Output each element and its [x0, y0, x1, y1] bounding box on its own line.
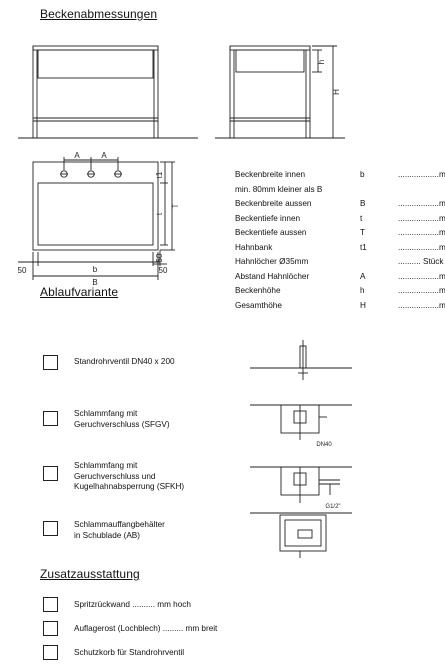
extras-option-label: Schutzkorb für Standrohrventil [74, 648, 185, 657]
drain-option-label: Schlammauffangbehälter in Schublade (AB) [74, 520, 165, 540]
spec-value[interactable]: ..................mm [398, 228, 445, 237]
drain-standpipe-drawing [250, 340, 352, 380]
spec-label: Gesamthöhe [235, 300, 282, 310]
drain-option-label: Schlammfang mit Geruchverschluss (SFGV) [74, 409, 170, 429]
drain-option-label: Standrohrventil DN40 x 200 [74, 357, 175, 366]
spec-label: Hahnlöcher Ø35mm [235, 257, 309, 266]
label-g12: G1/2" [325, 504, 340, 510]
spec-label: Beckenbreite innen [235, 170, 306, 179]
heading-dimensions: Beckenabmessungen [40, 7, 158, 21]
spec-row: Gesamthöhe H ..................mm [235, 301, 445, 316]
spec-value[interactable]: ..................mm [398, 286, 445, 295]
spec-symbol: t [360, 213, 363, 223]
dim-h: h [317, 60, 326, 64]
spec-row: Beckenbreite innen b ..................mm [235, 170, 445, 185]
extras-option-checkbox[interactable] [43, 645, 58, 660]
spec-symbol: B [360, 199, 366, 208]
dim-A-left: A [74, 151, 80, 160]
spec-row: Abstand Hahnlöcher A ..................mm [235, 272, 445, 287]
drain-sfgv-drawing [250, 404, 352, 440]
spec-value[interactable]: ..................mm [398, 199, 445, 208]
spec-symbol: T [360, 228, 366, 237]
dim-B: B [92, 278, 97, 287]
dim-t: t [155, 212, 164, 215]
dim-50-side: 50 [155, 253, 164, 262]
dim-50-left: 50 [18, 266, 27, 275]
extras-option-label: Auflagerost (Lochblech) ......... mm bre… [74, 624, 218, 633]
drain-option-checkbox[interactable] [43, 411, 58, 426]
spec-symbol: A [360, 271, 366, 281]
spec-value[interactable]: ..................mm [398, 271, 445, 281]
drain-option-checkbox[interactable] [43, 466, 58, 481]
spec-row: Beckentiefe aussen T ..................mm [235, 228, 445, 243]
spec-label: Abstand Hahnlöcher [235, 271, 310, 281]
extras-option-label: Spritzrückwand .......... mm hoch [74, 600, 191, 609]
drain-option-label: Schlammfang mit Geruchverschluss und Kug… [74, 461, 185, 491]
drain-drawer-drawing [250, 512, 352, 558]
dim-t1: t1 [155, 171, 164, 178]
drain-option-checkbox[interactable] [43, 521, 58, 536]
heading-extras: Zusatzausstattung [40, 567, 140, 581]
spec-list: Beckenbreite innen b ..................mm m… [235, 170, 445, 315]
dim-50-right: 50 [159, 266, 168, 275]
spec-value[interactable]: ..................mm [398, 213, 445, 223]
extras-option-checkbox[interactable] [43, 621, 58, 636]
spec-value[interactable]: ..................mm [398, 242, 445, 252]
spec-row: Beckentiefe innen t ..................mm [235, 214, 445, 229]
spec-row: min. 80mm kleiner als B [235, 185, 445, 200]
spec-row: Hahnlöcher Ø35mm .......... Stück [235, 257, 445, 272]
spec-label: Beckenbreite aussen [235, 199, 312, 208]
spec-symbol: h [360, 286, 365, 295]
drain-sfkh-drawing [250, 466, 352, 503]
dim-b: b [93, 265, 98, 274]
heading-drain-variant: Ablaufvariante [40, 285, 119, 299]
spec-row: Beckenhöhe h ..................mm [235, 286, 445, 301]
spec-symbol: H [360, 300, 366, 310]
spec-label: Hahnbank [235, 242, 273, 252]
spec-label: min. 80mm kleiner als B [235, 184, 323, 194]
front-view-drawing [18, 45, 198, 139]
dim-A-right: A [101, 151, 107, 160]
extras-option-checkbox[interactable] [43, 597, 58, 612]
spec-value[interactable]: ..................mm [398, 300, 445, 310]
top-view-drawing [18, 157, 175, 280]
spec-symbol: t1 [360, 242, 367, 252]
side-view-drawing [215, 45, 345, 139]
dim-H: H [332, 89, 341, 95]
label-dn40: DN40 [316, 442, 332, 448]
spec-value[interactable]: .......... Stück [398, 257, 444, 266]
spec-label: Beckenhöhe [235, 286, 281, 295]
spec-label: Beckentiefe aussen [235, 228, 307, 237]
dim-T: T [171, 203, 180, 208]
spec-row: Beckenbreite aussen B ..................mm [235, 199, 445, 214]
spec-label: Beckentiefe innen [235, 213, 301, 223]
spec-symbol: b [360, 170, 365, 179]
spec-value[interactable]: ..................mm [398, 170, 445, 179]
drain-option-checkbox[interactable] [43, 355, 58, 370]
spec-row: Hahnbank t1 ..................mm [235, 243, 445, 258]
